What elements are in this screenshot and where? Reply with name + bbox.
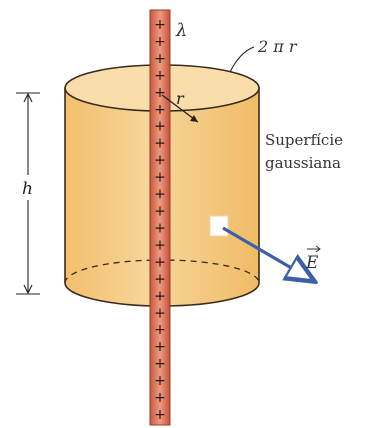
charge-sign: + bbox=[154, 17, 166, 33]
charge-sign: + bbox=[154, 153, 166, 169]
height-label: h bbox=[22, 179, 33, 199]
field-vector-overarrow bbox=[307, 245, 321, 253]
charge-sign: + bbox=[154, 305, 166, 321]
charge-sign: + bbox=[154, 68, 166, 84]
charge-signs: ++++++++++++++++++++++++ bbox=[154, 17, 166, 423]
charge-sign: + bbox=[154, 119, 166, 135]
charge-sign: + bbox=[154, 204, 166, 220]
charge-sign: + bbox=[154, 288, 166, 304]
surface-label-line1: Superfície bbox=[265, 131, 343, 149]
radius-label: r bbox=[176, 89, 185, 108]
charge-sign: + bbox=[154, 136, 166, 152]
area-element-patch bbox=[209, 215, 229, 237]
surface-label-line2: gaussiana bbox=[265, 154, 341, 172]
charged-rod bbox=[149, 9, 171, 426]
lambda-label: λ bbox=[175, 20, 187, 41]
charge-sign: + bbox=[154, 237, 166, 253]
circumference-label: 2 π r bbox=[257, 37, 298, 56]
charge-sign: + bbox=[154, 254, 166, 270]
charge-sign: + bbox=[154, 390, 166, 406]
charge-sign: + bbox=[154, 170, 166, 186]
charge-sign: + bbox=[154, 339, 166, 355]
charge-sign: + bbox=[154, 271, 166, 287]
charge-sign: + bbox=[154, 356, 166, 372]
field-label: E bbox=[305, 253, 319, 273]
height-arrow-down bbox=[23, 284, 33, 295]
charge-sign: + bbox=[154, 85, 166, 101]
charge-sign: + bbox=[154, 102, 166, 118]
charge-sign: + bbox=[154, 34, 166, 50]
height-arrow-up bbox=[23, 92, 33, 103]
charge-sign: + bbox=[154, 187, 166, 203]
charge-sign: + bbox=[154, 373, 166, 389]
charge-sign: + bbox=[154, 407, 166, 423]
field-vector bbox=[222, 226, 312, 280]
radius-arrowhead bbox=[190, 115, 198, 122]
circumference-leader bbox=[229, 46, 255, 73]
radius-arrow bbox=[161, 94, 199, 123]
charge-sign: + bbox=[154, 51, 166, 67]
charge-sign: + bbox=[154, 322, 166, 338]
charge-sign: + bbox=[154, 220, 166, 236]
